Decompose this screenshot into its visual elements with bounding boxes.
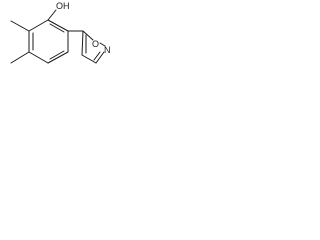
isoxazole-bond-c4-c5 [81, 30, 84, 56]
isoxazole-bond-o-n [99, 42, 106, 47]
bond-c3-c4 [47, 51, 69, 64]
hydroxyl-label: OH [56, 1, 70, 11]
molecule-structure: OH O N [10, 1, 111, 64]
isoxazole-bond-n-c3-inner [93, 51, 101, 61]
bond-c6-c1 [28, 19, 49, 32]
isoxazole-bond-c3-c4 [81, 54, 97, 64]
bond-c1-c2-inner [49, 23, 65, 33]
bond-c4-c5 [28, 51, 49, 64]
ring-nitrogen-label: N [104, 45, 111, 55]
bond-c3-c4-inner [49, 50, 65, 60]
methyl-bond-lower [10, 51, 30, 64]
ring-oxygen-label: O [92, 39, 99, 49]
bond-c1-oh [47, 9, 57, 21]
structure-canvas: OH O N [0, 0, 117, 78]
isoxazole-bond-c5-o [82, 30, 94, 41]
isoxazole-bond-n-c3 [95, 51, 105, 64]
bond-c1-c2 [47, 19, 69, 32]
methyl-bond-upper [10, 20, 30, 32]
